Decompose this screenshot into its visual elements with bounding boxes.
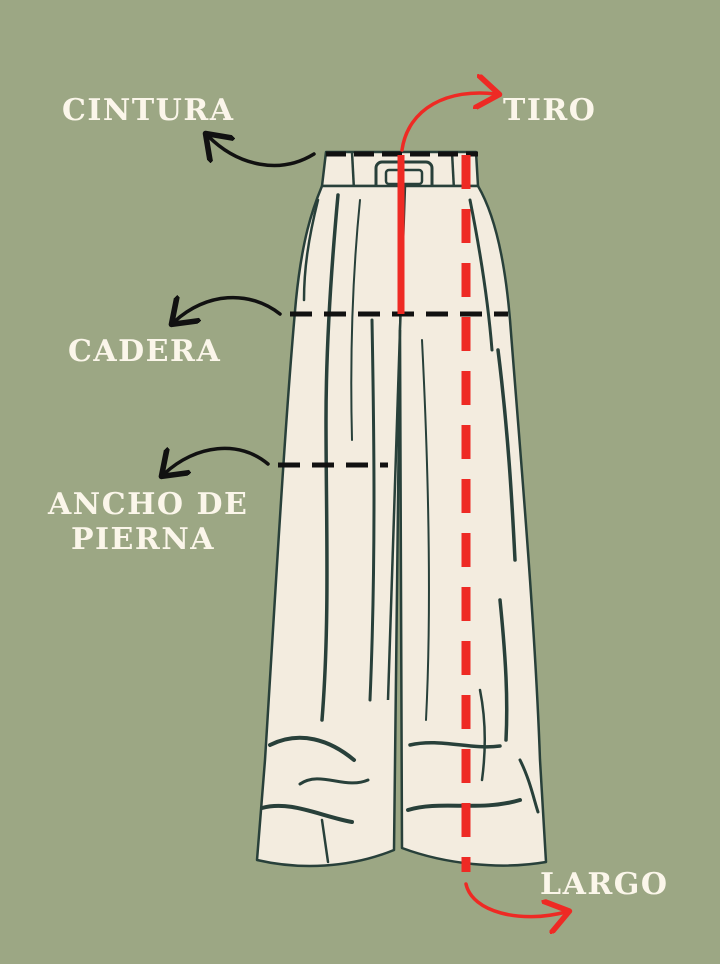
arrow-cadera [174,298,282,322]
label-ancho-de-pierna: ANCHO DE PIERNA [48,487,249,557]
label-cadera: CADERA [68,334,222,369]
trousers-illustration [255,150,548,868]
arrow-cintura [208,136,316,168]
label-cintura: CINTURA [62,93,235,128]
pointer-arrows [164,93,566,917]
label-tiro: TIRO [503,93,597,128]
left-leg [255,184,407,868]
label-largo: LARGO [540,867,669,902]
label-ancho-line1: ANCHO DE [48,487,249,522]
label-ancho-line2: PIERNA [70,521,216,557]
arrow-ancho-de-pierna [164,446,270,474]
arrow-largo [464,882,566,917]
measurement-lines [278,151,508,872]
arrow-tiro [400,93,496,152]
right-leg [398,184,548,867]
